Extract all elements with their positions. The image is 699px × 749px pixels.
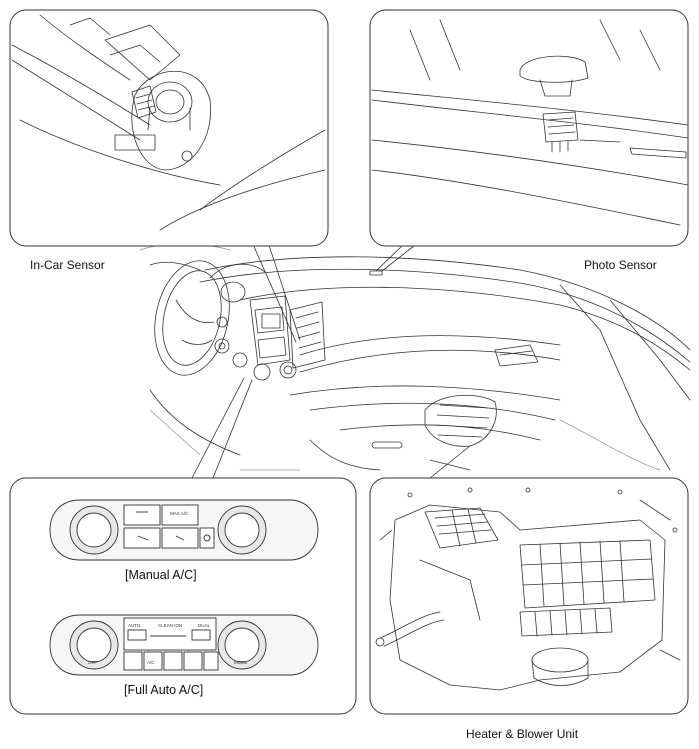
full-auto-ac-panel [49, 614, 319, 676]
full-mode-text: MODE [234, 660, 248, 665]
full-off-text: OFF [88, 660, 97, 665]
manual-ac-label: [Manual A/C] [125, 568, 197, 582]
full-dual-text: DUAL [198, 623, 211, 628]
dashboard-illustration [139, 242, 691, 471]
photo-sensor-label: Photo Sensor [584, 258, 657, 272]
callout-leaders [191, 241, 471, 479]
in-car-sensor-label: In-Car Sensor [30, 258, 105, 272]
control-panels-box: MAX A/C AUTO CLEAN ION DUAL OFF MODE A/C [9, 477, 357, 715]
manual-ac-panel [49, 499, 319, 561]
full-auto-text: AUTO [128, 623, 141, 628]
photo-sensor-panel [369, 9, 689, 247]
full-clean-ion-text: CLEAN ION [158, 623, 182, 628]
in-car-sensor-panel [9, 9, 329, 247]
heater-blower-label: Heater & Blower Unit [466, 727, 579, 741]
heater-blower-panel [369, 477, 689, 715]
full-auto-ac-label: [Full Auto A/C] [124, 683, 204, 697]
manual-max-ac-text: MAX A/C [170, 511, 189, 516]
full-ac-text: A/C [147, 660, 155, 665]
